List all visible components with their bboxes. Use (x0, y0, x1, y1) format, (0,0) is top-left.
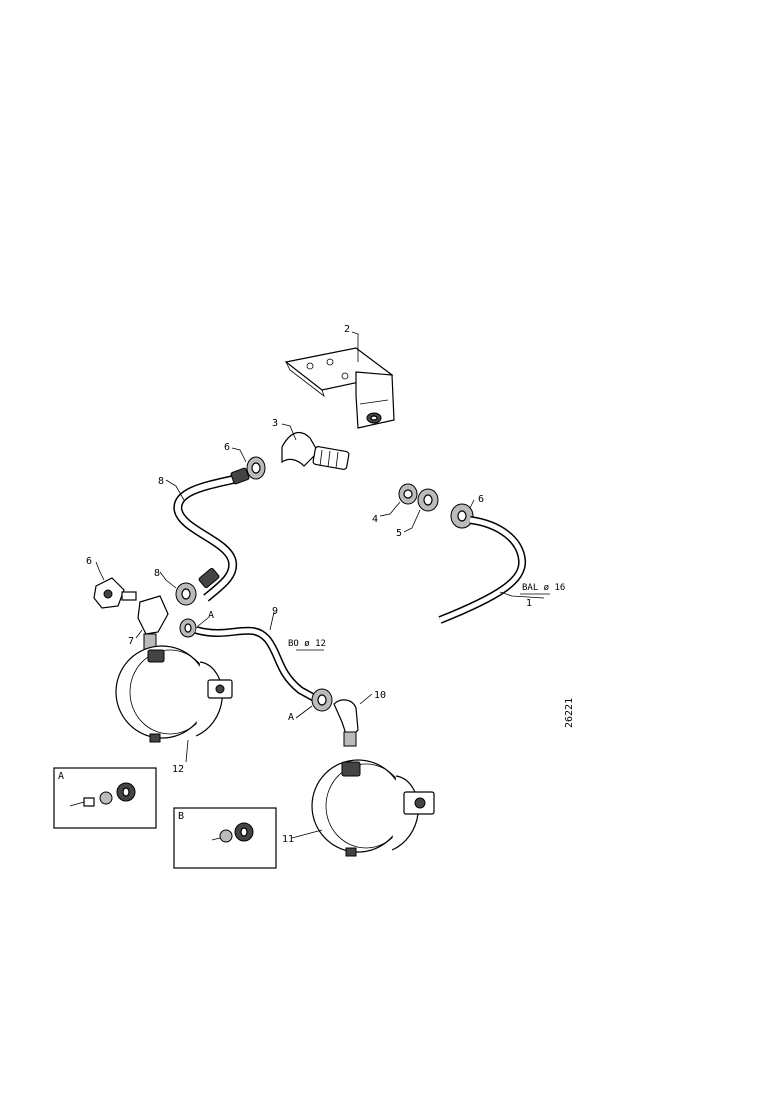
drawing-number: 26221 (564, 698, 575, 728)
callout-3: 3 (272, 418, 278, 429)
detail-box-b-label: B (178, 811, 184, 822)
brake-chamber-left (115, 645, 233, 743)
callout-6: 6 (478, 494, 484, 505)
detail-box-a: A (53, 767, 157, 829)
valve-block (93, 577, 197, 651)
lower-hose (194, 626, 333, 712)
callout-numbers: 2 3 6 8 4 5 6 1 8 6 7 A 9 A 10 12 11 (86, 324, 532, 845)
mounting-bracket (284, 347, 395, 429)
callout-8: 8 (154, 568, 160, 579)
callout-9: 9 (272, 606, 278, 617)
callout-a: A (288, 712, 294, 723)
lower-elbow (333, 699, 359, 747)
callout-5: 5 (396, 528, 402, 539)
callout-11: 11 (282, 834, 294, 845)
pipe-label-lower: BO ø 12 (288, 639, 326, 649)
callout-12: 12 (172, 764, 184, 775)
callout-7: 7 (128, 636, 134, 647)
upper-pipe-assembly (398, 483, 527, 624)
upper-hose (173, 456, 266, 606)
callout-8: 8 (158, 476, 164, 487)
callout-6: 6 (86, 556, 92, 567)
callout-6: 6 (224, 442, 230, 453)
callout-a: A (208, 610, 214, 621)
brake-chamber-right (311, 759, 435, 857)
pipe-label-upper: BAL ø 16 (522, 583, 565, 593)
callout-4: 4 (372, 514, 378, 525)
elbow-fitting (281, 431, 350, 470)
callout-2: 2 (344, 324, 350, 335)
callout-10: 10 (374, 690, 386, 701)
detail-box-b: B (173, 807, 277, 869)
detail-box-a-label: A (58, 771, 64, 782)
callout-1: 1 (526, 598, 532, 609)
leader-lines (95, 331, 550, 839)
